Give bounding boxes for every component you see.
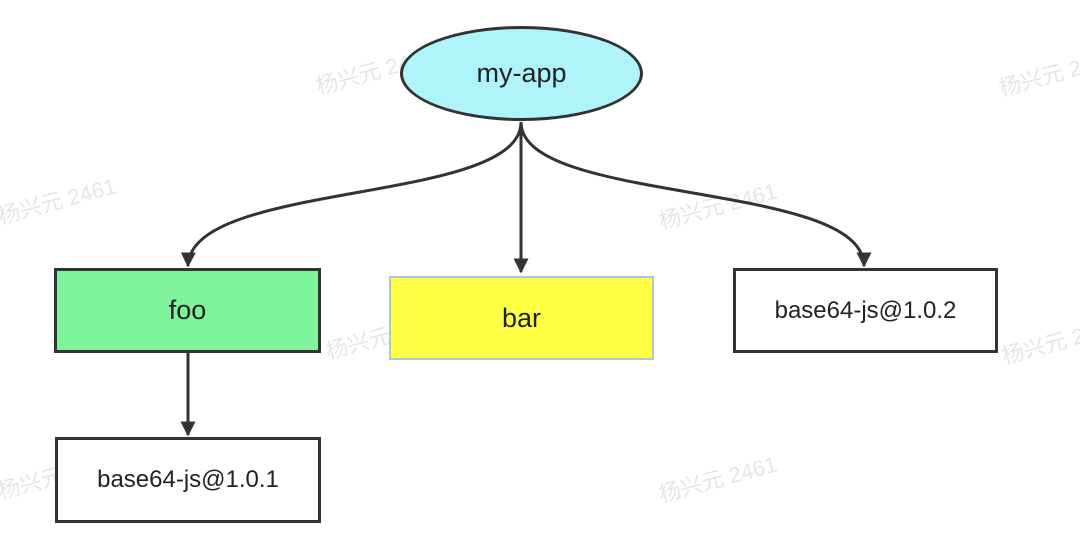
node-bar: bar	[389, 276, 654, 360]
node-base64-js-1-0-2: base64-js@1.0.2	[733, 268, 998, 353]
edge-my-app-to-base64-js-1-0-2	[519, 121, 872, 268]
edge-my-app-to-foo	[180, 121, 523, 268]
node-label: foo	[168, 295, 207, 325]
node-base64-js-1-0-1: base64-js@1.0.1	[55, 437, 321, 523]
node-my-app: my-app	[400, 26, 643, 121]
node-foo: foo	[54, 268, 321, 353]
node-label: bar	[501, 302, 542, 333]
node-label: base64-js@1.0.2	[774, 296, 957, 324]
node-label: my-app	[476, 58, 567, 88]
node-label: base64-js@1.0.1	[97, 466, 279, 493]
